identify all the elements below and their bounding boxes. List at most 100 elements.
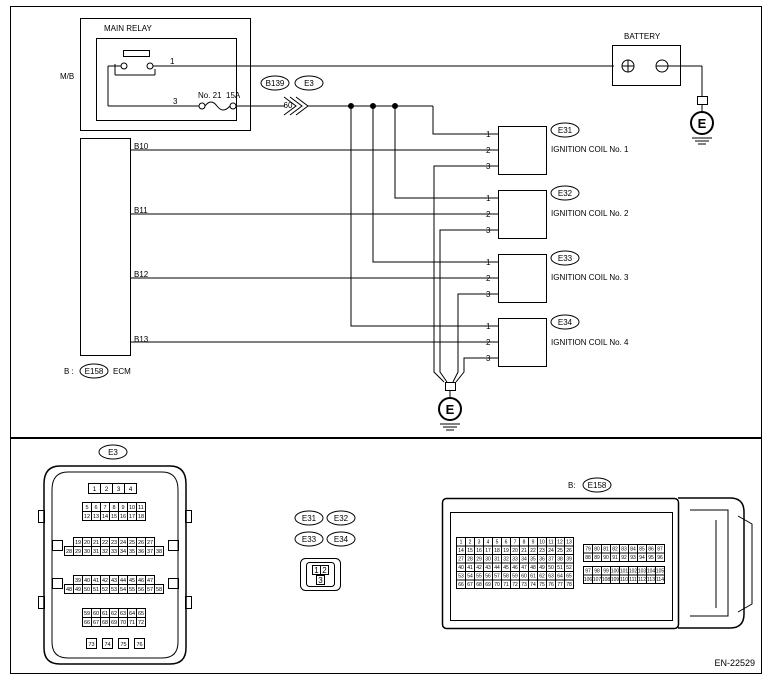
pin-number: 92	[621, 555, 627, 561]
pin-number: 49	[539, 565, 545, 571]
pin-number: 36	[539, 557, 545, 563]
pin-number: 7	[514, 540, 517, 546]
pin-cell	[655, 574, 665, 584]
pin-number: 31	[494, 557, 500, 563]
coil-4-pin-2: 2	[486, 338, 491, 347]
pin-number: 85	[639, 547, 645, 553]
b139-label: B139	[266, 79, 285, 88]
pin-number: 5	[85, 505, 88, 511]
pin-cell	[124, 483, 137, 494]
pin-number: 63	[120, 611, 126, 617]
pin-number: 32	[102, 549, 108, 555]
e158-badge	[79, 363, 109, 379]
e31-badge	[550, 122, 580, 138]
pin-number: 58	[156, 587, 162, 593]
pin-number: 88	[585, 555, 591, 561]
relay-coil	[123, 50, 150, 57]
pin-number: 24	[120, 540, 126, 546]
e32-badge	[550, 185, 580, 201]
ignition-coil-3: 1 2 3 E33 IGNITION COIL No. 3	[486, 250, 629, 303]
e34-view-badge	[326, 531, 356, 547]
pin-number: 68	[476, 582, 482, 588]
pin-number: 40	[458, 565, 464, 571]
pin-number: 52	[102, 587, 108, 593]
e33-badge	[550, 250, 580, 266]
pin-number: 55	[129, 587, 135, 593]
pin-number: 65	[138, 611, 144, 617]
relay-inner-box	[96, 38, 237, 121]
pin-number: 36	[138, 549, 144, 555]
pin-number: 110	[620, 577, 628, 583]
pin-number: 62	[111, 611, 117, 617]
pin-number: 66	[84, 620, 90, 626]
pin-number: 16	[120, 514, 126, 520]
pin-number: 6	[94, 505, 97, 511]
pin-number: 10	[129, 505, 135, 511]
pin-number: 39	[75, 578, 81, 584]
pin-number: 8	[523, 540, 526, 546]
pin-number: 29	[476, 557, 482, 563]
pin-number: 30	[485, 557, 491, 563]
pin-number: 80	[594, 547, 600, 553]
coil-3-pin-1: 1	[486, 258, 491, 267]
coil-3-box	[498, 254, 547, 303]
ignition-coil-2: 1 2 3 E32 IGNITION COIL No. 2	[486, 185, 629, 239]
pin-number: 35	[129, 549, 135, 555]
pin-cell	[154, 584, 164, 594]
pin-number: 18	[138, 514, 144, 520]
pin-number: 72	[512, 582, 518, 588]
ecm-box	[80, 138, 131, 356]
pin-number: 64	[557, 574, 563, 580]
pin-number: 86	[648, 547, 654, 553]
pin-number: 23	[539, 548, 545, 554]
pin-number: 21	[521, 548, 527, 554]
pin-number: 113	[647, 577, 655, 583]
pin-number: 67	[93, 620, 99, 626]
pin-number: 78	[566, 582, 572, 588]
coil-2-pin-3: 3	[486, 226, 491, 235]
pin-number: 41	[93, 578, 99, 584]
pin-number: 38	[557, 557, 563, 563]
pin-number: 43	[111, 578, 117, 584]
pin-number: 56	[138, 587, 144, 593]
pin-number: 20	[512, 548, 518, 554]
pin-number: 2	[105, 486, 109, 493]
pin-number: 11	[548, 540, 553, 546]
pin-number: 73	[521, 582, 527, 588]
coil-1-pin-3: 3	[486, 162, 491, 171]
pin-number: 106	[584, 577, 593, 583]
pin-number: 57	[494, 574, 500, 580]
pin-number: 17	[129, 514, 135, 520]
e158-inner	[450, 512, 673, 621]
coil-2-label: IGNITION COIL No. 2	[551, 209, 629, 218]
pin-cell	[136, 617, 146, 627]
pin-number: 14	[458, 548, 464, 554]
pin-number: 22	[102, 540, 108, 546]
connector-b139-e3: B139 E3 60	[260, 75, 324, 116]
e31-view-label: E31	[302, 514, 317, 523]
mb-label: M/B	[60, 72, 74, 81]
pin-number: 23	[111, 540, 117, 546]
pin-number: 42	[102, 578, 108, 584]
coil-conn-housing	[300, 558, 341, 591]
coil-1-label: IGNITION COIL No. 1	[551, 145, 629, 154]
pin-number: 61	[530, 574, 536, 580]
ignition-coil-1: 1 2 3 E31 IGNITION COIL No. 1	[486, 122, 629, 175]
pin-number: 21	[93, 540, 99, 546]
battery-ground-e: E	[698, 116, 707, 131]
pin-number: 97	[585, 569, 591, 575]
pin-number: 13	[566, 540, 572, 546]
pin-number: 83	[621, 547, 627, 553]
pin-number: 107	[593, 577, 602, 583]
ecm-pin-b11: B11	[134, 206, 148, 215]
e33-view-badge	[294, 531, 324, 547]
e34-view-label: E34	[334, 535, 349, 544]
pin-number: 60	[93, 611, 99, 617]
coil-conn-inner	[306, 562, 335, 587]
pin-number: 65	[566, 574, 572, 580]
pin-cell	[564, 579, 574, 589]
pin-number: 108	[602, 577, 611, 583]
pin-number: 91	[612, 555, 618, 561]
pin-number: 67	[467, 582, 473, 588]
